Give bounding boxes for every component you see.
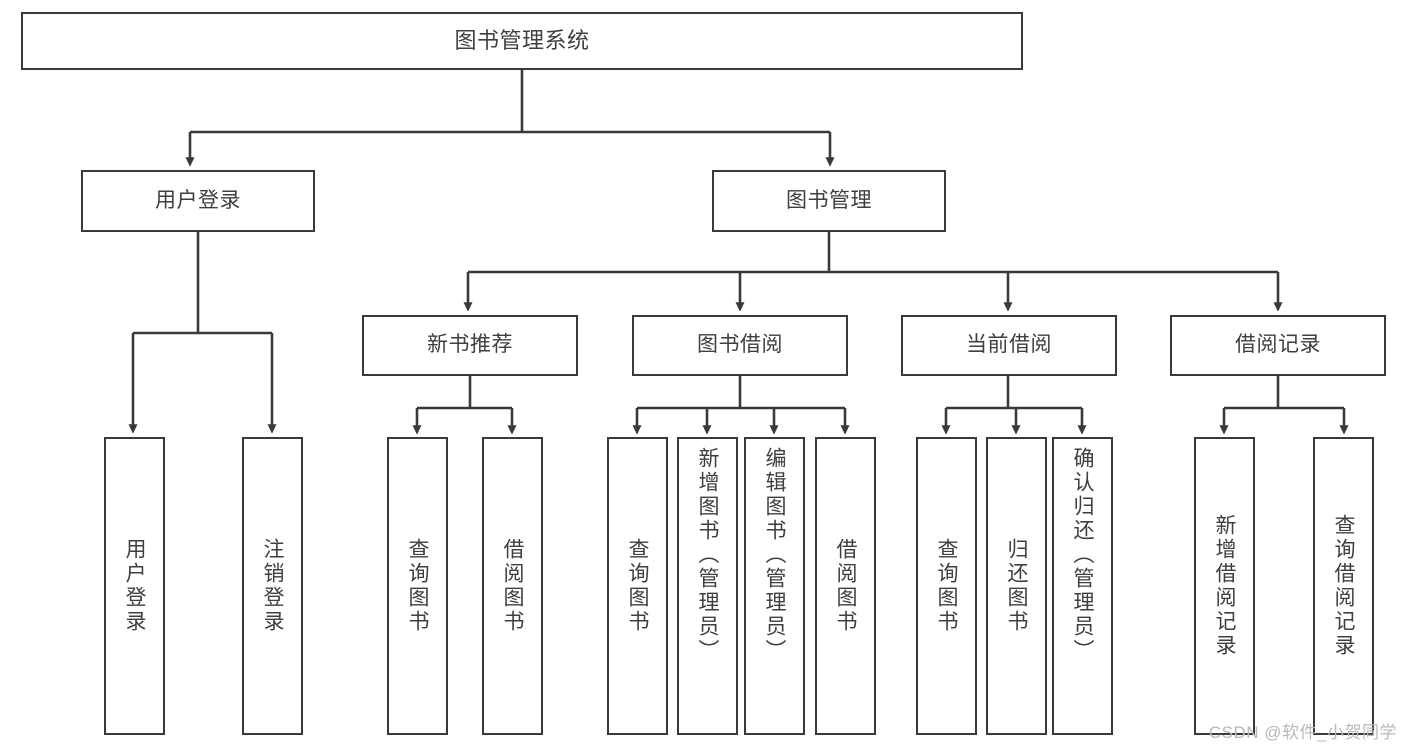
node-book-manage[interactable]: 图书管理 — [712, 170, 946, 232]
node-leaf-borrow-book-1[interactable]: 借阅图书 — [482, 437, 543, 735]
node-label: 图书借阅 — [697, 333, 783, 357]
node-label: 借阅记录 — [1235, 333, 1321, 357]
node-borrow-record[interactable]: 借阅记录 — [1170, 315, 1386, 376]
node-leaf-user-login[interactable]: 用户登录 — [104, 437, 165, 735]
node-book-borrow[interactable]: 图书借阅 — [632, 315, 848, 376]
node-label: 当前借阅 — [966, 333, 1052, 357]
node-label: 用户登录 — [155, 188, 241, 212]
node-label: 新书推荐 — [427, 333, 513, 357]
node-leaf-query-record[interactable]: 查询借阅记录 — [1313, 437, 1374, 735]
node-label: 归还图书 — [1005, 538, 1028, 634]
node-leaf-confirm-return[interactable]: 确认归还（管理员） — [1052, 437, 1113, 735]
node-root-system[interactable]: 图书管理系统 — [21, 12, 1023, 70]
node-leaf-borrow-book-2[interactable]: 借阅图书 — [815, 437, 876, 735]
node-label: 查询图书 — [935, 538, 958, 634]
node-leaf-query-book-1[interactable]: 查询图书 — [387, 437, 448, 735]
node-leaf-query-book-2[interactable]: 查询图书 — [607, 437, 668, 735]
node-label: 注销登录 — [261, 538, 284, 634]
node-label: 借阅图书 — [834, 538, 857, 634]
node-user-login[interactable]: 用户登录 — [81, 170, 315, 232]
node-current-borrow[interactable]: 当前借阅 — [901, 315, 1117, 376]
node-label: 新增借阅记录 — [1213, 514, 1236, 658]
node-leaf-add-record[interactable]: 新增借阅记录 — [1194, 437, 1255, 735]
node-label: 新增图书（管理员） — [696, 447, 719, 663]
node-leaf-return-book[interactable]: 归还图书 — [986, 437, 1047, 735]
node-label: 查询图书 — [406, 538, 429, 634]
node-label: 编辑图书（管理员） — [763, 447, 786, 663]
node-label: 图书管理系统 — [454, 28, 590, 54]
watermark-text: CSDN @软件_小贺同学 — [1208, 723, 1397, 742]
node-leaf-edit-book[interactable]: 编辑图书（管理员） — [744, 437, 805, 735]
node-label: 查询图书 — [626, 538, 649, 634]
node-leaf-user-logout[interactable]: 注销登录 — [242, 437, 303, 735]
node-label: 用户登录 — [123, 538, 146, 634]
node-leaf-add-book[interactable]: 新增图书（管理员） — [677, 437, 738, 735]
node-label: 借阅图书 — [501, 538, 524, 634]
node-new-book-recommend[interactable]: 新书推荐 — [362, 315, 578, 376]
node-leaf-query-book-3[interactable]: 查询图书 — [916, 437, 977, 735]
node-label: 查询借阅记录 — [1332, 514, 1355, 658]
node-label: 图书管理 — [786, 188, 872, 212]
node-label: 确认归还（管理员） — [1071, 447, 1094, 663]
